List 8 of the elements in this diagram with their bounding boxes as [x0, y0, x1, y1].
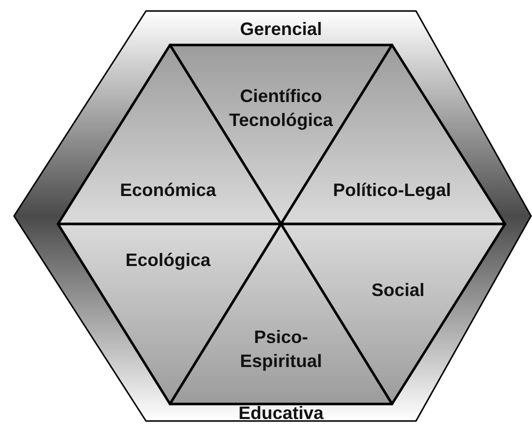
ring-label: Gerencial [240, 18, 322, 41]
segment-label: Ecológica [125, 249, 211, 272]
segment-label: Psico-Espiritual [238, 326, 324, 373]
segment-label: Social [371, 279, 425, 302]
segment-label: Político-Legal [333, 179, 451, 202]
segment-label: Económica [120, 179, 216, 202]
segment-label: Científico Tecnológica [228, 85, 334, 132]
ring-label: Educativa [238, 402, 324, 425]
